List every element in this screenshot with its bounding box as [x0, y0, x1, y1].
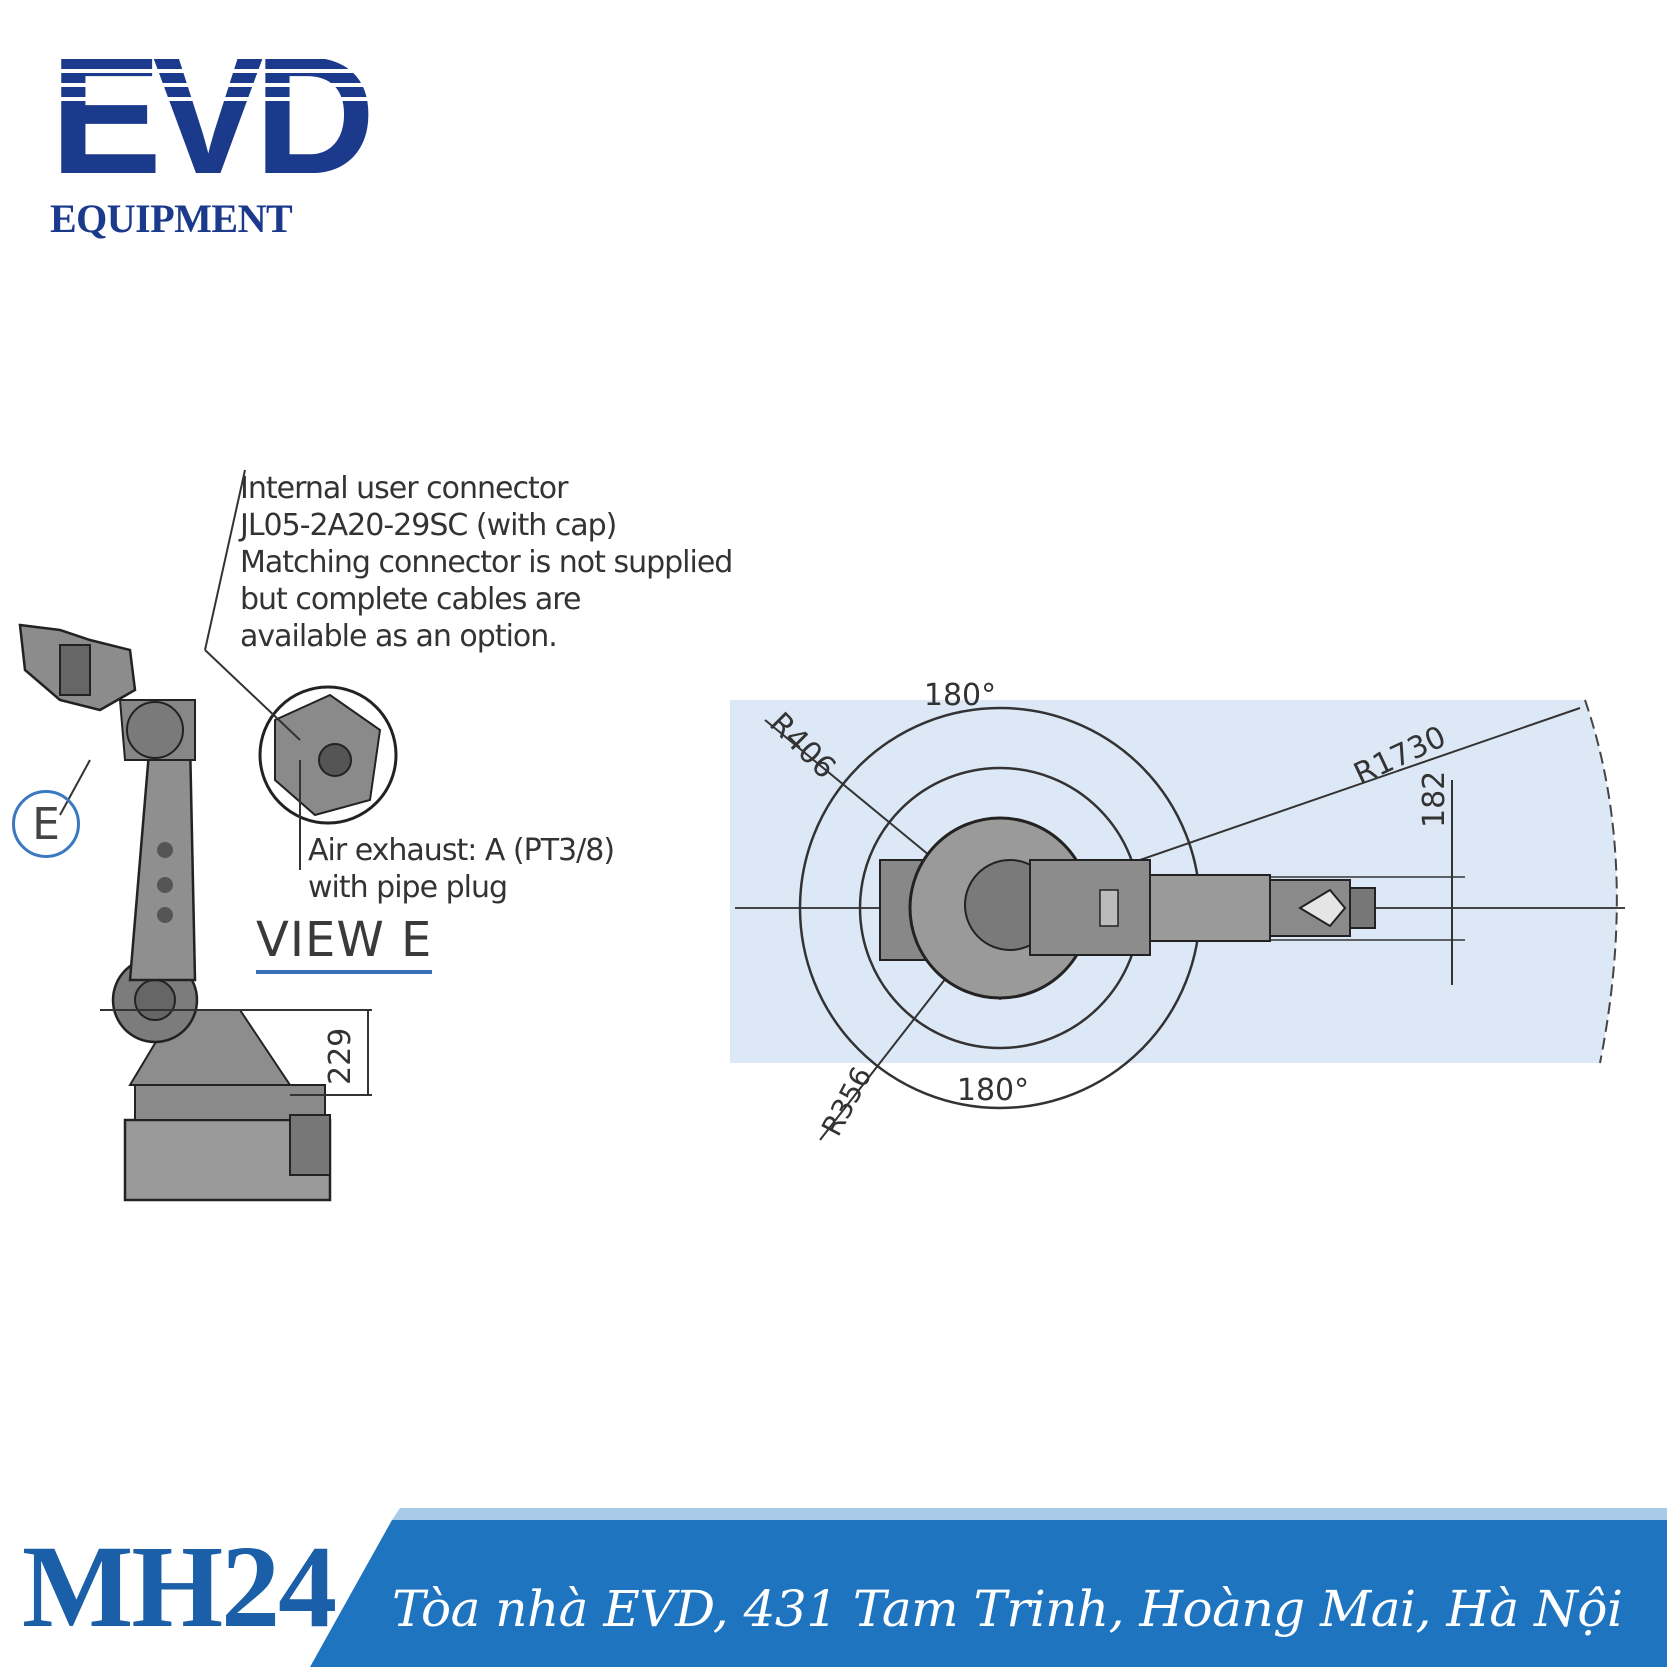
leader-r1730: [1139, 707, 1581, 861]
evd-logo-mark: EVD: [50, 45, 370, 195]
side-height-229-label: 229: [323, 1028, 358, 1085]
connector-note-line: JL05-2A20-29SC (with cap): [240, 508, 617, 543]
banner-highlight: [392, 1508, 1667, 1520]
angle-bottom-label: 180°: [957, 1073, 1029, 1108]
robot-plan-view: [879, 816, 1376, 1000]
exhaust-note-line: with pipe plug: [308, 870, 508, 905]
envelope-arc-r1730: [1584, 699, 1618, 1064]
exhaust-note-line: Air exhaust: A (PT3/8): [308, 833, 615, 868]
robot-side-view: [18, 623, 332, 1202]
view-e-label: VIEW E: [256, 912, 433, 974]
connector-leader: [204, 469, 246, 651]
leader-r406: [764, 719, 936, 861]
brand-logo: EVD EQUIPMENT: [50, 45, 370, 245]
offset-182-label: 182: [1417, 771, 1452, 828]
model-name: MH24: [22, 1521, 337, 1652]
leader-r356: [819, 959, 961, 1141]
radius-356-label: R356: [815, 1061, 878, 1141]
connector-note-line: available as an option.: [240, 619, 558, 654]
angle-top-label: 180°: [924, 678, 996, 713]
connector-note-line: Internal user connector: [240, 471, 568, 506]
address-banner: [310, 1520, 1667, 1667]
connector-note-line: Matching connector is not supplied: [240, 545, 733, 580]
callout-e-marker: E: [12, 790, 80, 858]
logo-subtitle: EQUIPMENT: [50, 196, 293, 241]
company-address: Tòa nhà EVD, 431 Tam Trinh, Hoàng Mai, H…: [392, 1580, 1623, 1638]
exhaust-note: Air exhaust: A (PT3/8) with pipe plug: [308, 832, 615, 906]
connector-note: Internal user connector JL05-2A20-29SC (…: [240, 470, 733, 655]
connector-note-line: but complete cables are: [240, 582, 581, 617]
connector-leader-2: [204, 649, 301, 741]
